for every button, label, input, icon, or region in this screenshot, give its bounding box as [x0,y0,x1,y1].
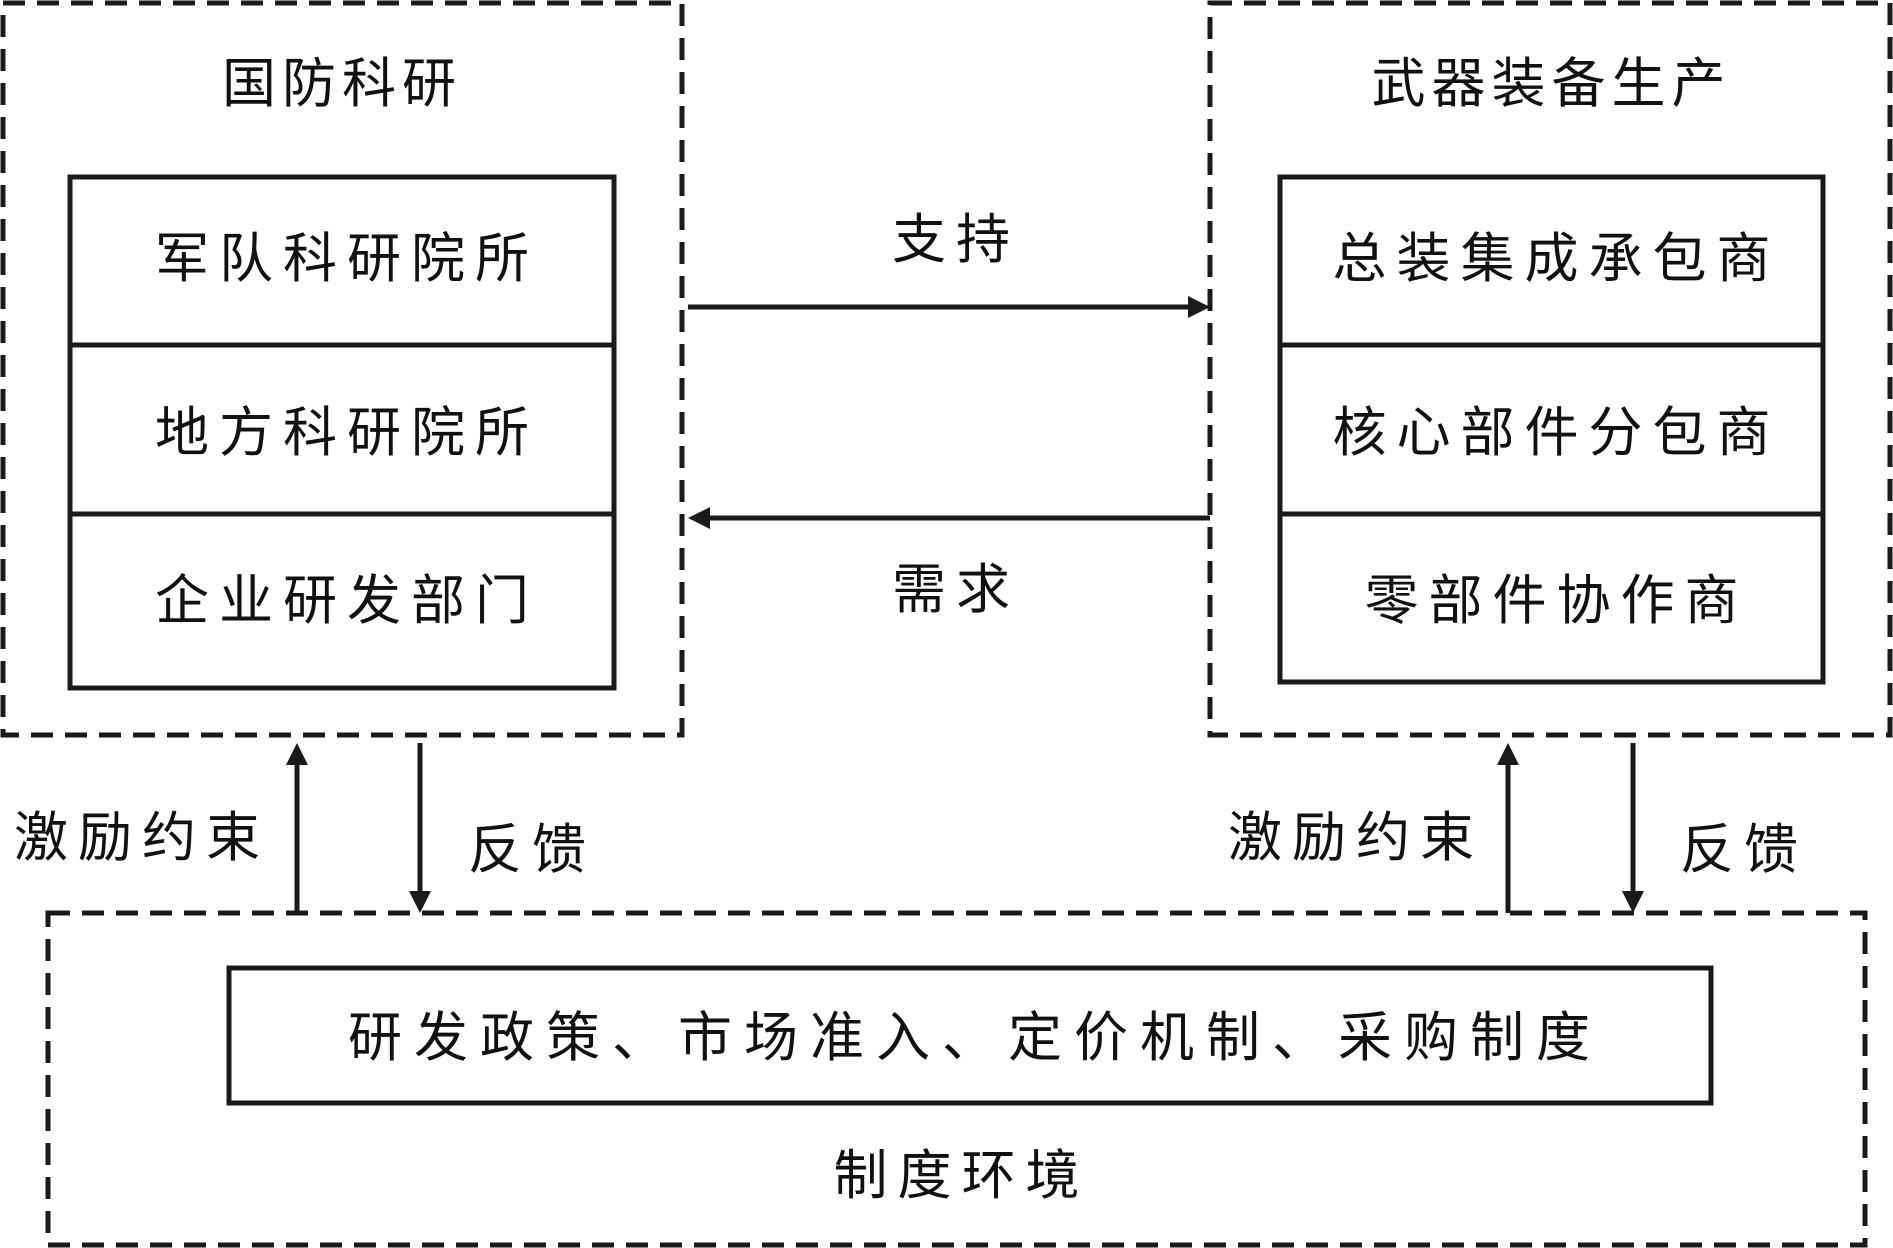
production-item-core: 核心部件分包商 [1332,401,1781,464]
right-incentive-arrow [1497,743,1519,913]
research-item-local: 地方科研院所 [155,401,539,464]
demand-label: 需求 [892,558,1020,621]
research-group-border [0,0,685,738]
support-label: 支持 [892,208,1020,271]
production-group-border [1207,0,1893,738]
research-item-enterprise: 企业研发部门 [155,569,539,632]
research-item-military: 军队科研院所 [155,227,539,290]
right-feedback-arrow [1622,743,1644,913]
research-title: 国防科研 [222,52,462,115]
research-items-box [67,174,617,691]
left-feedback-arrow [409,743,431,913]
left-feedback-label: 反馈 [468,818,596,881]
left-incentive-arrow [286,743,308,913]
support-arrow [688,296,1210,318]
institution-group-border [45,910,1868,1248]
production-title: 武器装备生产 [1371,52,1732,115]
right-feedback-label: 反馈 [1680,818,1808,881]
left-incentive-label: 激励约束 [14,806,270,869]
production-item-prime: 总装集成承包商 [1332,227,1781,290]
institution-title: 制度环境 [833,1144,1090,1207]
demand-arrow [688,507,1210,529]
institution-content-box [226,965,1714,1106]
right-incentive-label: 激励约束 [1228,806,1484,869]
production-items-box [1277,174,1826,685]
production-item-parts: 零部件协作商 [1364,569,1749,632]
institution-content: 研发政策、市场准入、定价机制、采购制度 [348,1006,1602,1069]
